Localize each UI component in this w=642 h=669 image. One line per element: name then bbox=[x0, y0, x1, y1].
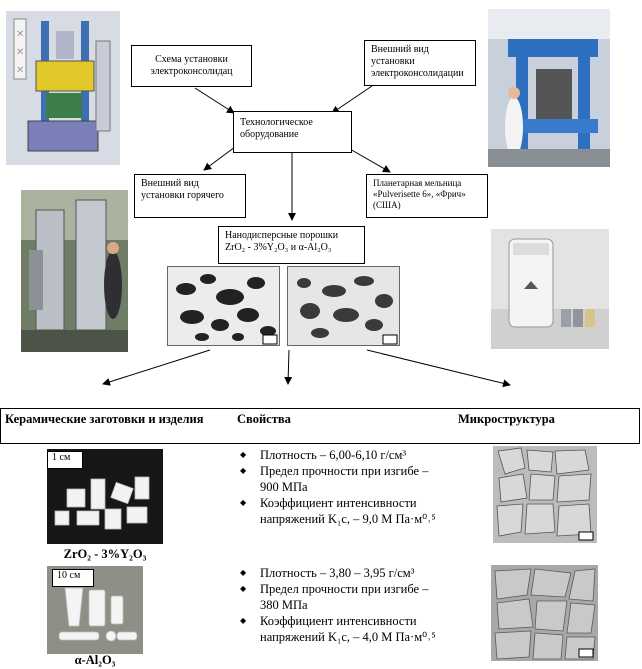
scheme-label: Схема установки электроконсолидац bbox=[150, 54, 233, 77]
al2o3-property: Плотность – 3,80 – 3,95 г/см³ bbox=[238, 565, 448, 581]
powders-label-line1: Нанодисперсные порошки bbox=[225, 230, 339, 241]
exterior-label: Внешний вид установки электроконсолидаци… bbox=[371, 44, 464, 79]
equipment-box: Технологическое оборудование bbox=[233, 111, 352, 153]
al2o3-property: Предел прочности при изгибе – 380 МПа bbox=[238, 581, 448, 613]
zro2-microstructure-image bbox=[493, 446, 597, 543]
header-properties: Свойства bbox=[237, 412, 291, 426]
scheme-label-box: Схема установки электроконсолидац bbox=[131, 45, 252, 87]
svg-text:✕: ✕ bbox=[16, 65, 24, 76]
mill-label-box: Планетарная мельница «Pulverisette 6», «… bbox=[366, 174, 488, 218]
powders-label-line2: ZrO₂ - 3%Y₂O₃ и α-Al₂O₃ bbox=[225, 242, 332, 253]
svg-text:✕: ✕ bbox=[16, 29, 24, 40]
al2o3-caption: α-Al₂O₃ bbox=[74, 653, 116, 667]
header-microstructure: Микроструктура bbox=[458, 412, 555, 426]
arrow-to-microstructure bbox=[366, 349, 511, 388]
equipment-label: Технологическое оборудование bbox=[240, 117, 313, 140]
powders-box: Нанодисперсные порошки ZrO₂ - 3%Y₂O₃ и α… bbox=[218, 226, 365, 264]
zro2-powder-micrograph bbox=[167, 266, 280, 346]
al2o3-powder-micrograph bbox=[287, 266, 400, 346]
scheme-image: ✕ ✕ ✕ bbox=[6, 11, 120, 165]
hot-press-label-box: Внешний вид установки горячего bbox=[134, 174, 246, 218]
al2o3-property: Коэффициент интенсивности напряжений K₁c… bbox=[238, 613, 448, 645]
arrow-scheme-to-equipment bbox=[194, 87, 235, 114]
mill-label: Планетарная мельница «Pulverisette 6», «… bbox=[373, 178, 466, 210]
arrow-to-properties bbox=[284, 349, 293, 385]
zro2-properties: Плотность – 6,00-6,10 г/см³ Предел прочн… bbox=[238, 447, 448, 527]
zro2-property: Коэффициент интенсивности напряжений K₁c… bbox=[238, 495, 448, 527]
al2o3-properties: Плотность – 3,80 – 3,95 г/см³ Предел про… bbox=[238, 565, 448, 645]
mill-photo bbox=[491, 229, 609, 349]
header-ceramics: Керамические заготовки и изделия bbox=[5, 412, 204, 426]
svg-text:✕: ✕ bbox=[16, 47, 24, 58]
zro2-property: Предел прочности при изгибе – 900 МПа bbox=[238, 463, 448, 495]
zro2-property: Плотность – 6,00-6,10 г/см³ bbox=[238, 447, 448, 463]
hot-press-photo bbox=[21, 190, 128, 352]
arrow-exterior-to-equipment bbox=[331, 85, 373, 114]
hot-press-label: Внешний вид установки горячего bbox=[141, 178, 224, 201]
exterior-photo bbox=[488, 9, 610, 167]
zro2-scale-label: 1 см bbox=[47, 451, 83, 469]
table-header: Керамические заготовки и изделия Свойств… bbox=[0, 408, 640, 444]
arrow-to-ceramics bbox=[102, 349, 211, 386]
al2o3-microstructure-image bbox=[491, 565, 598, 661]
exterior-label-box: Внешний вид установки электроконсолидаци… bbox=[364, 40, 476, 86]
zro2-caption: ZrO₂ - 3%Y₂O₃ bbox=[63, 547, 147, 561]
al2o3-scale-label: 10 см bbox=[52, 569, 94, 587]
